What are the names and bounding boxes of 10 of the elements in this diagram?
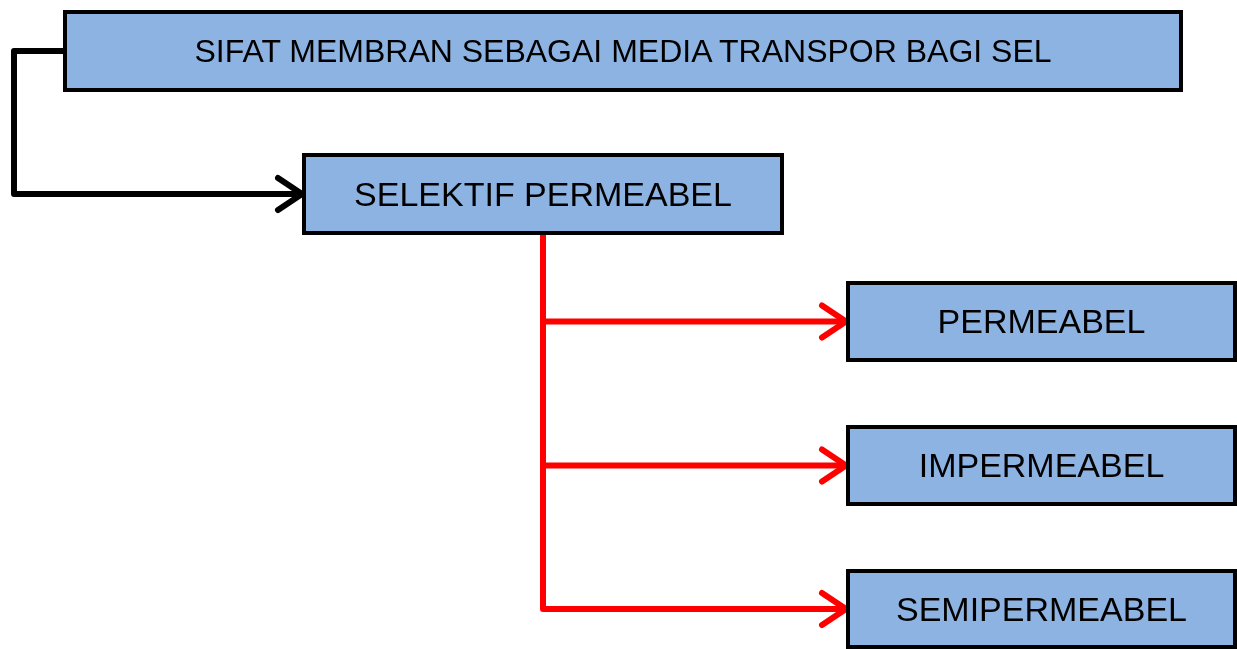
process-box xyxy=(846,569,1237,649)
box-label: SIFAT MEMBRAN SEBAGAI MEDIA TRANSPOR BAGI SEL xyxy=(194,32,1052,70)
box-label: SELEKTIF PERMEABEL xyxy=(354,174,732,214)
process-box xyxy=(846,281,1237,362)
process-box xyxy=(846,425,1237,506)
box-label: SEMIPERMEABEL xyxy=(896,589,1187,629)
box-label: IMPERMEABEL xyxy=(918,446,1165,485)
process-box xyxy=(63,10,1183,92)
process-box xyxy=(302,153,784,235)
box-label: PERMEABEL xyxy=(937,302,1146,341)
